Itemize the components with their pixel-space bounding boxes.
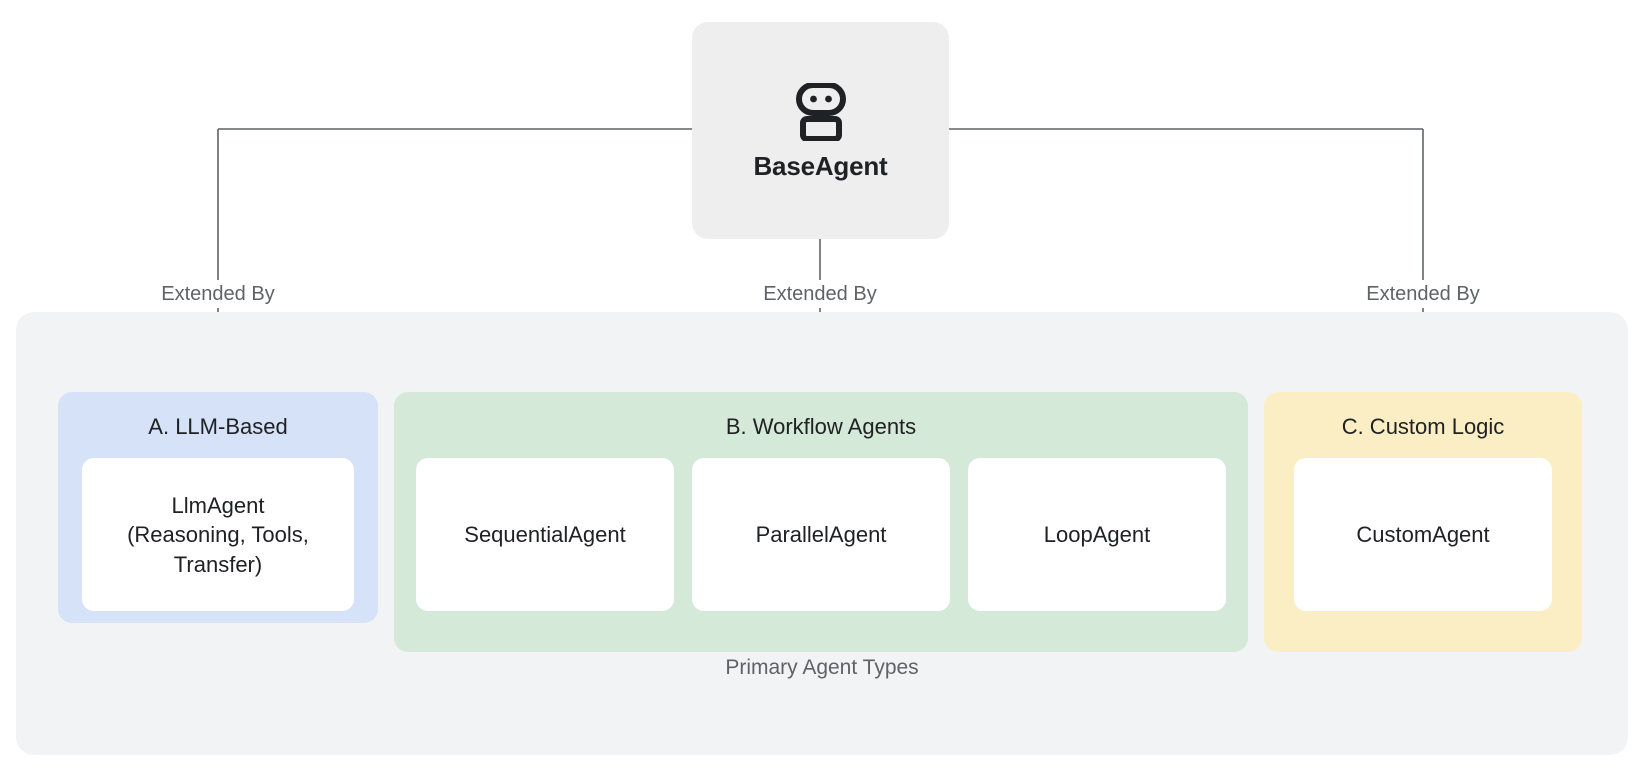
panel-custom-logic-cards: CustomAgent: [1264, 458, 1582, 612]
card-sequential-agent-label: SequentialAgent: [464, 522, 626, 548]
node-base-agent-label: BaseAgent: [753, 150, 888, 181]
edge-label-custom: Extended By: [1358, 280, 1488, 308]
card-custom-agent-label: CustomAgent: [1356, 522, 1490, 548]
node-base-agent[interactable]: BaseAgent: [692, 22, 949, 239]
panel-llm-based[interactable]: A. LLM-Based LlmAgent(Reasoning, Tools, …: [58, 392, 378, 623]
card-loop-agent-label: LoopAgent: [1043, 522, 1151, 548]
panel-custom-logic-title: C. Custom Logic: [1341, 414, 1505, 439]
card-loop-agent[interactable]: LoopAgent: [968, 458, 1226, 612]
group-caption: Primary Agent Types: [725, 656, 919, 679]
card-custom-agent[interactable]: CustomAgent: [1294, 458, 1552, 612]
card-sequential-agent[interactable]: SequentialAgent: [416, 458, 674, 612]
panel-workflow-agents-cards: SequentialAgent ParallelAgent LoopAgent: [394, 458, 1248, 612]
card-parallel-agent-label: ParallelAgent: [755, 522, 887, 548]
panel-workflow-agents-title: B. Workflow Agents: [725, 414, 917, 439]
edge-label-llm: Extended By: [153, 280, 283, 308]
robot-icon: [795, 82, 846, 141]
panel-workflow-agents[interactable]: B. Workflow Agents SequentialAgent Paral…: [394, 392, 1248, 652]
panel-llm-based-title: A. LLM-Based: [148, 414, 288, 439]
card-llm-agent-label: LlmAgent(Reasoning, Tools, Transfer): [127, 493, 309, 577]
edge-label-workflow: Extended By: [755, 280, 885, 308]
panel-custom-logic[interactable]: C. Custom Logic CustomAgent: [1264, 392, 1582, 652]
card-llm-agent[interactable]: LlmAgent(Reasoning, Tools, Transfer): [82, 458, 354, 612]
card-parallel-agent[interactable]: ParallelAgent: [692, 458, 950, 612]
panel-llm-based-cards: LlmAgent(Reasoning, Tools, Transfer): [58, 458, 378, 612]
